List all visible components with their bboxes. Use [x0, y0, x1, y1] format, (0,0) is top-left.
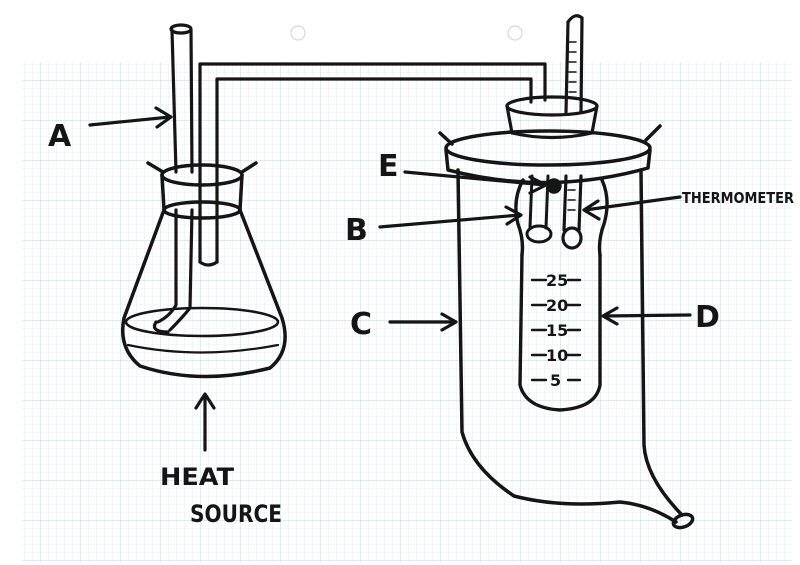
scale-labels: 25 20 15 10 5	[546, 271, 568, 390]
jar-wall-left	[456, 168, 678, 524]
arrow-d	[602, 313, 692, 318]
arrow-b	[378, 213, 522, 229]
scale-mark: 10	[546, 346, 568, 365]
label-heat-source-line1: HEAT	[160, 463, 235, 491]
graph-paper-grid	[22, 62, 792, 562]
scale-mark: 15	[546, 321, 568, 340]
label-arrows	[88, 106, 692, 452]
jar-wall-right	[639, 168, 684, 517]
label-b: B	[345, 213, 368, 248]
flask-body	[121, 208, 287, 379]
label-heat-source-line2: SOURCE	[190, 500, 282, 528]
delivery-tube	[198, 62, 547, 267]
label-c: C	[350, 307, 372, 342]
jar-outlet	[671, 512, 695, 530]
thermometer-bulb	[561, 226, 583, 250]
arrow-a	[88, 115, 172, 127]
jar-stopper	[505, 95, 599, 140]
tube-a	[152, 23, 194, 334]
bead-e	[546, 178, 562, 194]
scale-mark: 5	[550, 371, 561, 390]
label-a: A	[48, 119, 72, 154]
punch-hole	[290, 25, 306, 41]
jar-lid	[444, 129, 652, 167]
arrow-thermometer	[583, 195, 682, 212]
label-d: D	[695, 300, 720, 335]
scale-ticks	[530, 278, 582, 382]
label-thermometer: THERMOMETER	[682, 189, 794, 207]
label-e: E	[378, 149, 399, 184]
graduated-tube-d	[514, 174, 609, 412]
scale-mark: 20	[546, 296, 568, 315]
conical-flask	[121, 161, 287, 379]
arrow-e	[403, 170, 547, 187]
punch-hole	[507, 25, 523, 41]
scale-mark: 25	[546, 271, 568, 290]
flask-liquid	[124, 306, 280, 338]
thermometer	[561, 14, 584, 250]
